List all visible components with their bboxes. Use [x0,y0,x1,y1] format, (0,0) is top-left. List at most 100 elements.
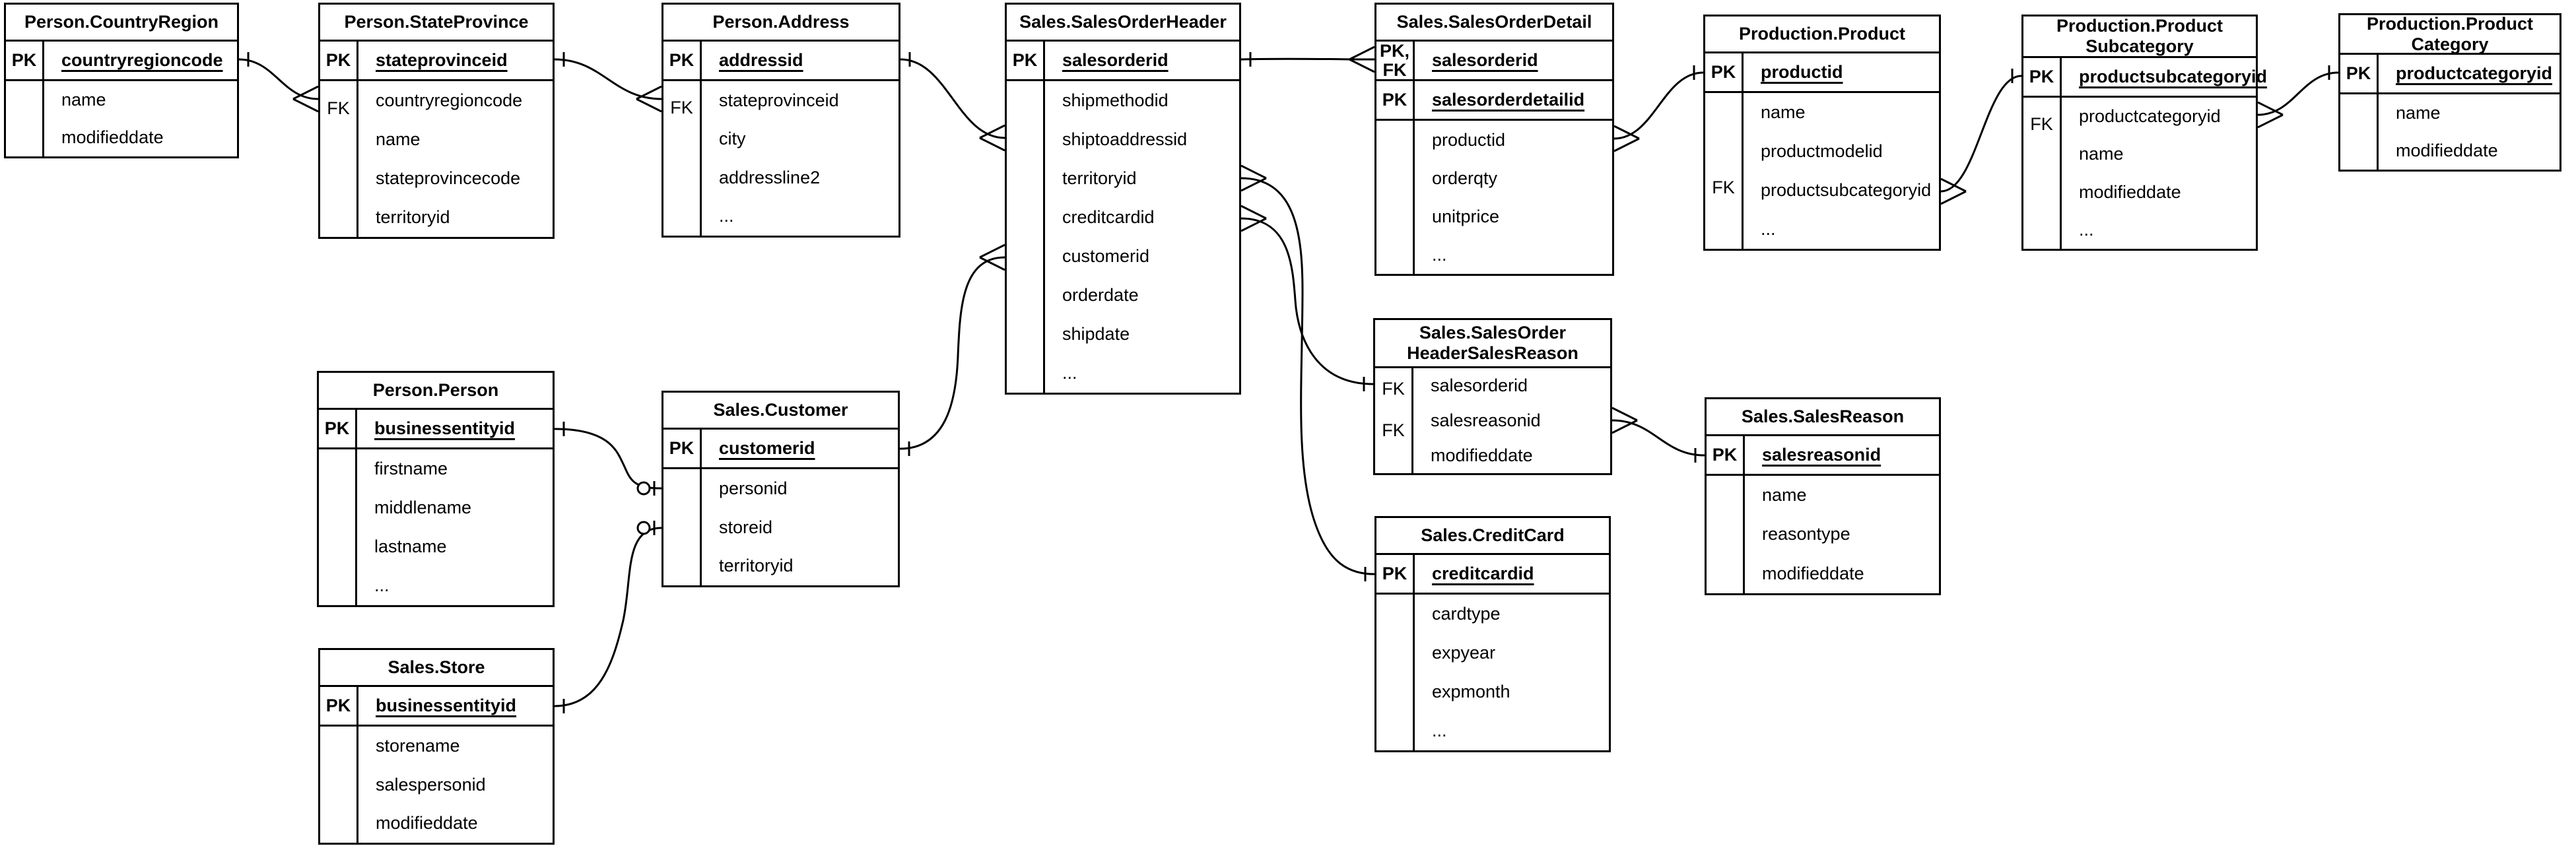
many-crow-foot-marker [292,85,319,113]
column-name: productid [1432,129,1506,150]
column-name: countryregioncode [376,90,523,110]
key-badge [663,546,700,585]
connector-store-to-customer [554,527,662,707]
connector-countryregion-to-stateprovince [238,58,319,100]
key-badge: PK [1376,555,1415,593]
many-crow-foot-marker [1613,125,1640,152]
key-badge [1705,127,1742,160]
key-badge [1007,354,1043,393]
column-name: salesorderdetailid [1432,90,1585,110]
key-badge: PK [2340,55,2379,92]
key-badge [1376,711,1413,750]
column-name: expyear [1432,643,1496,663]
column-name: customerid [719,438,815,458]
key-badge [320,170,356,203]
column-name: firstname [374,459,448,478]
key-badge [320,804,356,843]
key-badge [1007,159,1043,198]
key-badge [1707,554,1743,593]
column-name: storeid [719,517,773,537]
column-name: salespersonid [376,774,486,795]
key-badge [2340,94,2377,132]
key-badge [1707,476,1743,515]
column-name: ... [374,575,390,595]
column-name: stateprovincecode [376,168,521,188]
key-badge [1705,215,1742,249]
column-name: ... [719,206,734,226]
many-crow-foot-marker [636,85,662,113]
column-name: name [376,129,421,149]
key-badge: PK [320,42,358,79]
column-name: expmonth [1432,682,1510,701]
many-crow-foot-marker [1940,178,1967,205]
key-badge [2023,183,2060,216]
column-name: city [719,129,746,149]
key-badge: FK [670,98,693,118]
column-name: cardtype [1432,604,1501,624]
connector-salesorderheader-to-salesorderheadersalesreason [1240,217,1374,385]
table-title: Person.StateProvince [320,5,553,42]
connector-salesorderdetail-to-product [1613,71,1704,140]
column-name: shiptoaddressid [1062,129,1188,149]
column-name: stateprovinceid [719,90,839,110]
key-badge [320,135,356,169]
key-badge [663,169,700,203]
table-title: Person.Person [319,373,553,410]
key-badge [1007,237,1043,276]
table-title: Production.Product [1705,16,1939,53]
column-name: name [2079,144,2124,164]
key-badge [2340,132,2377,170]
column-name: addressid [719,50,803,70]
column-name: creditcardid [1432,564,1534,583]
column-name: salesorderid [1062,50,1169,70]
column-name: personid [719,478,788,498]
column-name: addressline2 [719,167,821,187]
key-badge [1376,634,1413,672]
attribute-section: FK stateprovinceid city addressline2... [663,81,898,236]
column-name: territoryid [719,556,794,576]
column-name: modifieddate [2396,141,2498,160]
table-title: Sales.SalesOrderHeader [1007,5,1239,42]
column-name: lastname [374,537,447,556]
key-badge [319,488,355,527]
key-badge: PK [1007,42,1045,79]
column-name: ... [1432,244,1447,265]
key-badge [1007,198,1043,237]
table-title: Sales.Store [320,650,553,687]
connector-person-to-customer [554,428,662,490]
table-title: Production.Product Subcategory [2023,16,2256,58]
many-crow-foot-marker [1349,46,1375,73]
column-name: modifieddate [376,813,478,833]
key-badge [320,727,356,765]
many-crow-foot-marker [1240,164,1267,192]
many-crow-foot-marker [979,124,1005,152]
many-crow-foot-marker [1611,407,1638,434]
column-name: orderqty [1432,168,1498,188]
key-badge [1375,452,1411,473]
zero-circle-marker [636,481,651,496]
column-name: storename [376,735,460,756]
column-name: orderdate [1062,285,1139,305]
column-name: reasontype [1762,524,1850,544]
column-name: name [61,90,106,110]
column-name: productsubcategoryid [1761,180,1932,200]
